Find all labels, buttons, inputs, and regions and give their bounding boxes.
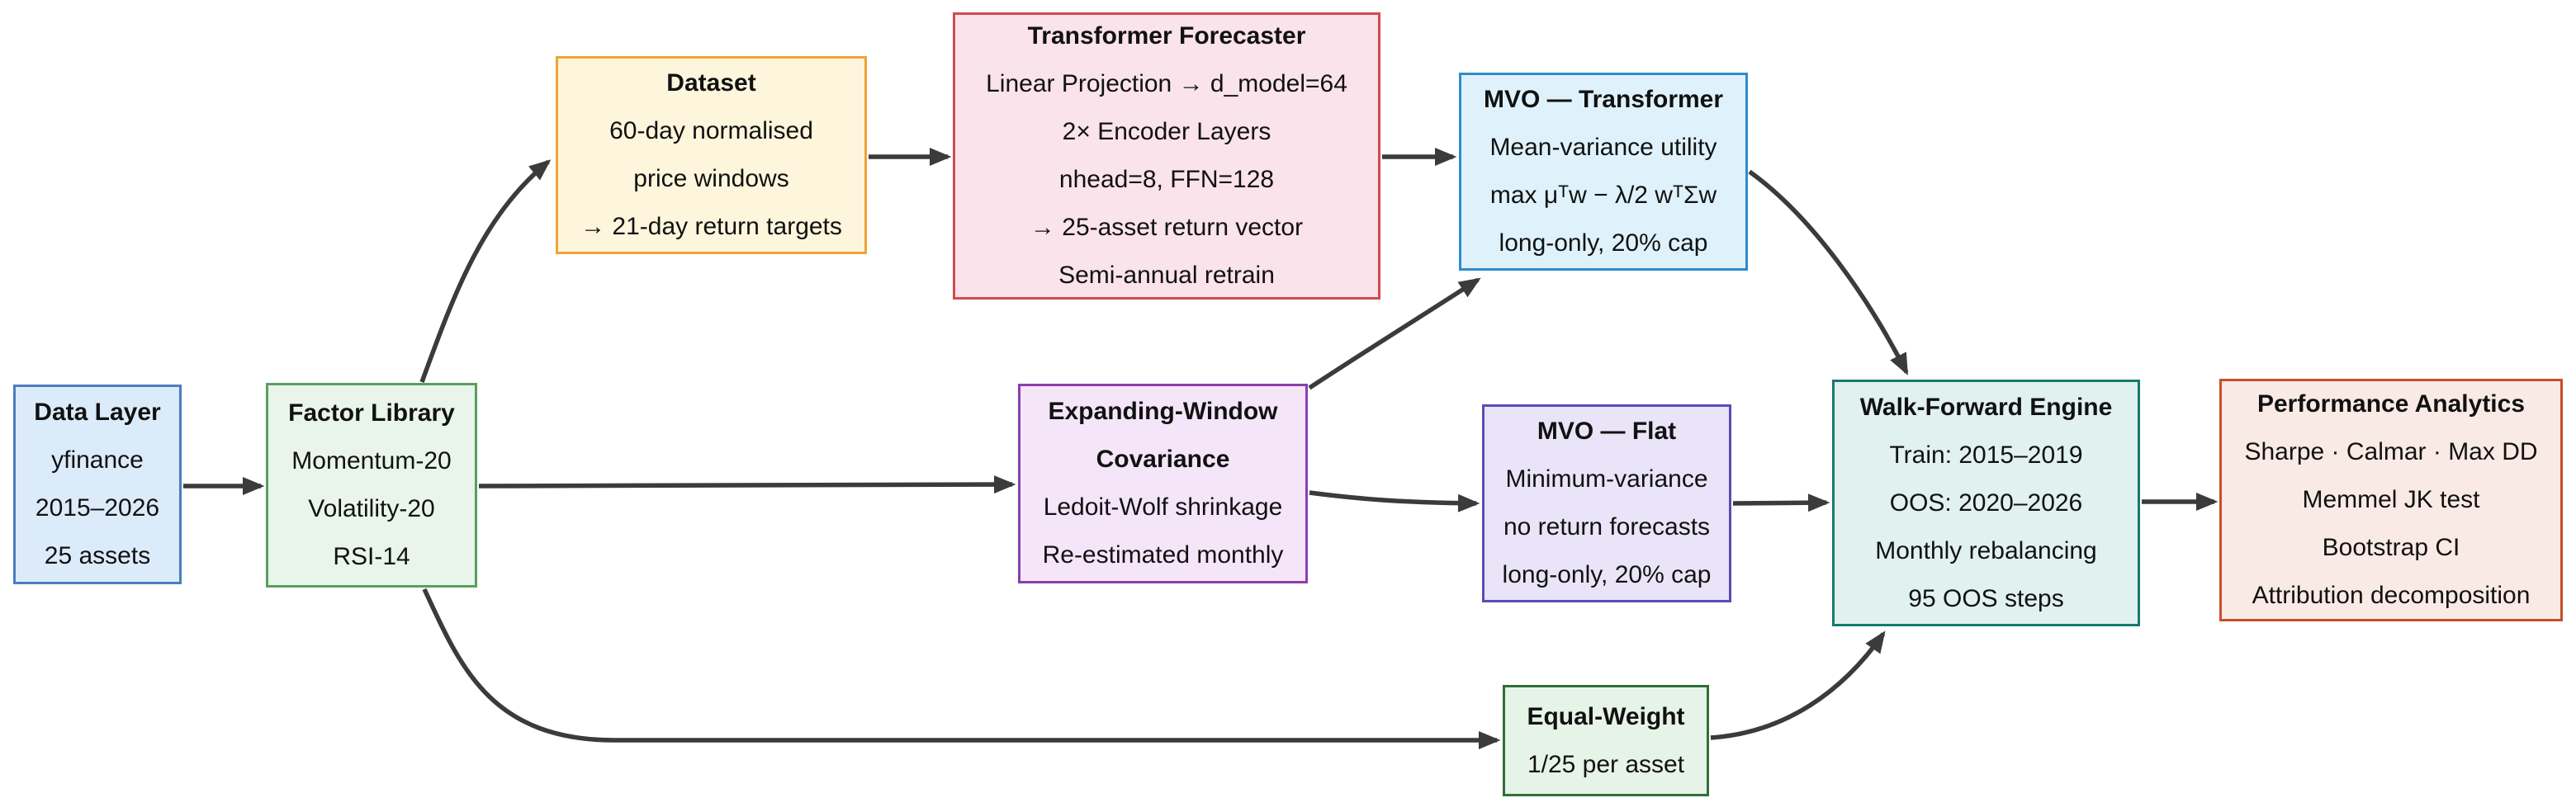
node-line: 1/25 per asset — [1527, 750, 1685, 778]
edge-expanding-window-covariance-to-mvo-flat — [1309, 490, 1480, 512]
node-line: no return forecasts — [1503, 513, 1711, 541]
node-line: OOS: 2020–2026 — [1889, 489, 2083, 517]
node-factor-library: Factor Library Momentum-20 Volatility-20… — [266, 383, 477, 588]
node-title: Walk-Forward Engine — [1859, 393, 2113, 421]
node-line: Train: 2015–2019 — [1889, 441, 2083, 469]
node-line: 25 assets — [44, 542, 151, 569]
node-line: long-only, 20% cap — [1502, 561, 1712, 588]
node-line: 2015–2026 — [35, 494, 160, 522]
node-title: MVO — Transformer — [1483, 86, 1724, 113]
node-line: 95 OOS steps — [1908, 584, 2064, 612]
node-line: 60-day normalised — [609, 117, 813, 144]
node-line: Momentum-20 — [291, 447, 452, 474]
node-line: Ledoit-Wolf shrinkage — [1043, 493, 1283, 521]
node-line: Monthly rebalancing — [1875, 536, 2097, 564]
node-line: max μᵀw − λ/2 wᵀΣw — [1489, 182, 1717, 209]
node-line: → 21-day return targets — [580, 213, 842, 240]
edge-mvo-transformer-to-walk-forward-engine — [1748, 169, 1909, 375]
node-line: Minimum-variance — [1505, 465, 1708, 493]
edge-expanding-window-covariance-to-mvo-transformer — [1308, 277, 1481, 390]
node-equal-weight: Equal-Weight 1/25 per asset — [1503, 685, 1709, 796]
node-performance-analytics: Performance Analytics Sharpe · Calmar · … — [2219, 379, 2563, 621]
node-title: Equal-Weight — [1527, 702, 1685, 730]
node-title: Performance Analytics — [2256, 390, 2526, 418]
edge-equal-weight-to-walk-forward-engine — [1710, 630, 1886, 740]
node-title: Transformer Forecaster — [1027, 22, 1306, 50]
node-line: Memmel JK test — [2302, 486, 2480, 513]
node-line: nhead=8, FFN=128 — [1058, 166, 1275, 193]
node-title: Dataset — [666, 69, 756, 97]
node-title: Data Layer — [34, 399, 161, 426]
node-title: MVO — Flat — [1537, 418, 1677, 445]
node-line: Volatility-20 — [308, 495, 435, 522]
node-line: Re-estimated monthly — [1042, 541, 1284, 569]
node-line: price windows — [633, 165, 789, 192]
node-line: long-only, 20% cap — [1499, 229, 1708, 257]
node-mvo-flat: MVO — Flat Minimum-variance no return fo… — [1482, 404, 1731, 602]
node-line: RSI-14 — [333, 543, 410, 570]
node-line: Semi-annual retrain — [1058, 262, 1275, 289]
node-line: Mean-variance utility — [1489, 134, 1717, 161]
node-line: yfinance — [51, 446, 144, 474]
node-title: Factor Library — [288, 399, 455, 427]
node-dataset: Dataset 60-day normalised price windows … — [556, 56, 867, 254]
node-line: → 25-asset return vector — [1030, 214, 1304, 241]
edge-factor-library-to-dataset — [419, 159, 552, 383]
node-line: Linear Projection → d_model=64 — [986, 70, 1347, 97]
node-line: 2× Encoder Layers — [1062, 118, 1271, 145]
node-mvo-transformer: MVO — Transformer Mean-variance utility … — [1459, 73, 1748, 271]
node-line: Sharpe · Calmar · Max DD — [2244, 438, 2538, 465]
node-data-layer: Data Layer yfinance 2015–2026 25 assets — [13, 385, 182, 584]
edge-factor-library-to-equal-weight — [422, 588, 1501, 749]
node-title: Expanding-Window Covariance — [1048, 398, 1278, 473]
node-line: Attribution decomposition — [2252, 582, 2531, 609]
edge-factor-library-to-expanding-window-covariance — [478, 475, 1016, 494]
node-expanding-window-covariance: Expanding-Window Covariance Ledoit-Wolf … — [1018, 384, 1308, 583]
node-walk-forward-engine: Walk-Forward Engine Train: 2015–2019 OOS… — [1832, 380, 2140, 626]
node-transformer-forecaster: Transformer Forecaster Linear Projection… — [953, 12, 1380, 300]
node-line: Bootstrap CI — [2322, 534, 2460, 561]
